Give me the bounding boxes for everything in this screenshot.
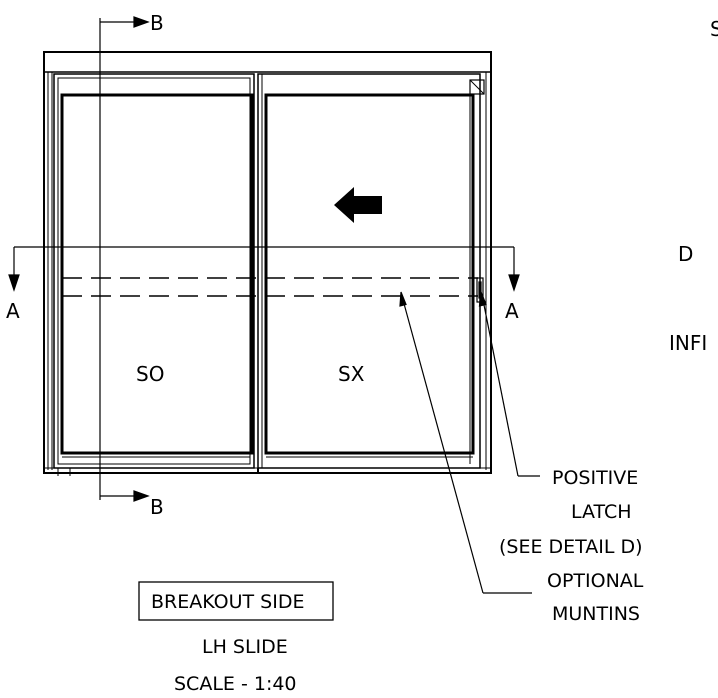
callout-latch-line3: (SEE DETAIL D) [499,536,643,558]
breakout-side-box [138,581,334,621]
clipped-text-lower: INFI [669,331,707,355]
section-line-a [8,246,520,292]
panel-label-sx: SX [338,362,365,386]
callout-muntins-line1: OPTIONAL [547,570,644,592]
panel-sx [257,73,481,473]
clipped-text-top: S [710,17,718,41]
slide-label: LH SLIDE [202,636,288,658]
muntins-dashed [62,277,478,297]
section-line-b [99,16,150,502]
section-label-a-right: A [505,299,519,323]
section-label-a-left: A [6,299,20,323]
section-label-b-top: B [150,11,164,35]
arrow-left-icon [334,187,382,223]
breakout-side-label: BREAKOUT SIDE [151,591,304,613]
leader-lines [399,291,540,594]
panel-so [53,73,255,476]
scale-label: SCALE - 1:40 [174,673,297,695]
section-label-b-bottom: B [150,495,164,519]
clipped-text-middle: D [678,242,693,266]
callout-latch-line1: POSITIVE [552,467,638,489]
callout-latch-line2: LATCH [571,501,632,523]
callout-muntins-line2: MUNTINS [552,603,640,625]
panel-label-so: SO [136,362,164,386]
